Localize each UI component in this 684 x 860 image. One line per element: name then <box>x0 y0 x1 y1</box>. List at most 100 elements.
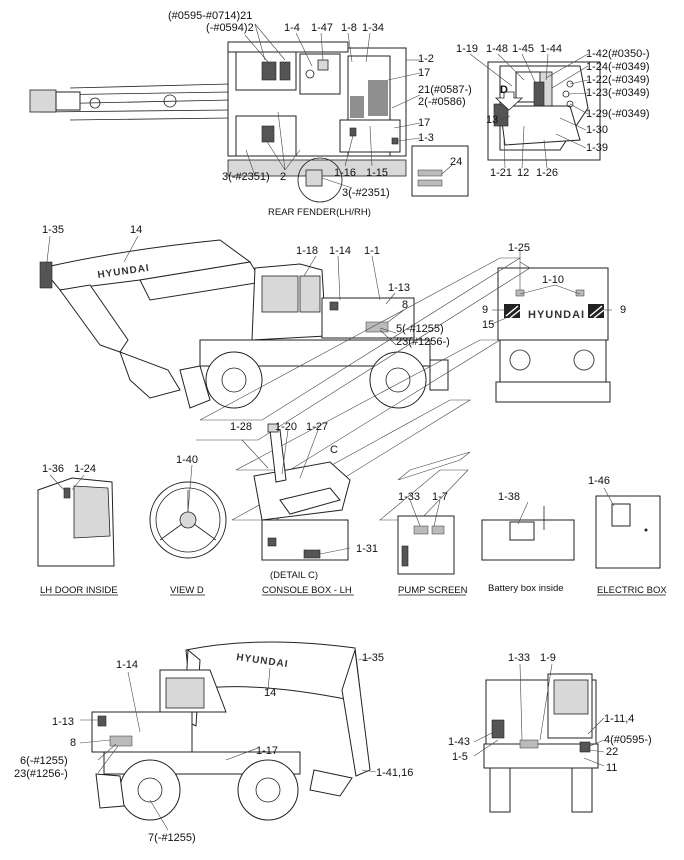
electric-box-drawing <box>595 487 661 569</box>
view-d-marker: D <box>500 84 508 96</box>
callout: 1-18 <box>296 245 318 257</box>
callout: 1-34 <box>362 22 384 34</box>
callout: 1-13 <box>52 716 74 728</box>
callout: 1-22(-#0349) <box>586 74 650 86</box>
lh-door-drawing <box>37 474 115 567</box>
callout: 1-48 <box>486 43 508 55</box>
callout: 1-33 <box>508 652 530 664</box>
rear-fender-detail <box>297 145 469 203</box>
callout: 2(-#0586) <box>418 96 466 108</box>
callout: 1-26 <box>536 167 558 179</box>
view-d-caption: VIEW D <box>170 585 204 596</box>
top-view-drawing <box>29 41 407 177</box>
console-caption: CONSOLE BOX - LH <box>262 585 352 596</box>
callout: 1-47 <box>311 22 333 34</box>
callout: 1-41,16 <box>376 767 413 779</box>
callout: 1-46 <box>588 475 610 487</box>
callout: 8 <box>402 299 408 311</box>
cab-interior-drawing <box>487 61 601 161</box>
electric-caption: ELECTRIC BOX <box>597 585 667 596</box>
rear-brand-text: HYUNDAI <box>528 309 585 321</box>
callout: 23(#1256-) <box>14 768 68 780</box>
callout: 13 <box>486 114 498 126</box>
callout: 1-11,4 <box>604 713 634 725</box>
callout: 7(-#1255) <box>148 832 196 844</box>
callout: 14 <box>130 224 142 236</box>
callout: 1-30 <box>586 124 608 136</box>
callout: 1-44 <box>540 43 562 55</box>
callout: 1-19 <box>456 43 478 55</box>
callout: 1-9 <box>540 652 556 664</box>
cab-interior-leaders <box>469 53 589 169</box>
callout: 5(-#1255) <box>396 323 444 335</box>
callout: 1-39 <box>586 142 608 154</box>
callout: 1-38 <box>498 491 520 503</box>
callout: 1-4 <box>284 22 300 34</box>
bottom-side-leaders <box>79 657 377 831</box>
callout: 1-1 <box>364 245 380 257</box>
battery-caption: Battery box inside <box>488 583 564 594</box>
callout: 1-5 <box>452 751 468 763</box>
callout: 9 <box>620 304 626 316</box>
callout: 1-20 <box>275 421 297 433</box>
side-view-excavator: HYUNDAI <box>39 239 449 409</box>
console-box-drawing <box>241 423 351 561</box>
callout: 4(#0595-) <box>604 734 652 746</box>
callout: 1-17 <box>256 745 278 757</box>
callout: 3(-#2351) <box>222 171 270 183</box>
callout: (-#0594)2 <box>206 22 254 34</box>
callout: 22 <box>606 746 618 758</box>
callout: 1-33 <box>398 491 420 503</box>
rear-fender-caption: REAR FENDER(LH/RH) <box>268 207 371 218</box>
callout: 11 <box>606 762 617 774</box>
callout: 1-3 <box>418 132 434 144</box>
callout: 1-14 <box>116 659 138 671</box>
callout-labels: (#0595-#0714)21 (-#0594)2 1-4 1-47 1-8 1… <box>14 10 667 844</box>
callout: (#0595-#0714)21 <box>168 10 252 22</box>
callout: 24 <box>450 156 462 168</box>
view-c-marker: C <box>330 444 338 456</box>
callout: 1-14 <box>329 245 351 257</box>
callout: 1-27 <box>306 421 328 433</box>
callout: 17 <box>418 117 430 129</box>
battery-box-drawing <box>481 501 575 561</box>
pump-caption: PUMP SCREEN <box>398 585 468 596</box>
pump-screen-drawing <box>397 499 455 575</box>
callout: 1-21 <box>490 167 512 179</box>
callout: 1-45 <box>512 43 534 55</box>
callout: 23(#1256-) <box>396 336 450 348</box>
callout: 1-36 <box>42 463 64 475</box>
callout: 8 <box>70 737 76 749</box>
steering-wheel-drawing <box>149 464 227 559</box>
callout: 9 <box>482 304 488 316</box>
callout: 2 <box>280 171 286 183</box>
callout: 17 <box>418 67 430 79</box>
side-view-leaders <box>45 235 405 346</box>
callout: 15 <box>482 319 494 331</box>
callout: 1-25 <box>508 242 530 254</box>
callout: 1-35 <box>362 652 384 664</box>
bottom-rear-view <box>473 663 605 813</box>
rear-view-machine: HYUNDAI <box>491 250 612 403</box>
callout: 1-8 <box>341 22 357 34</box>
top-view-leaders <box>244 23 421 177</box>
callout: 6(-#1255) <box>20 755 68 767</box>
callout: 1-15 <box>366 167 388 179</box>
callout: 1-29(-#0349) <box>586 108 650 120</box>
callout: 12 <box>517 167 529 179</box>
callout: 1-35 <box>42 224 64 236</box>
callout: 3(-#2351) <box>342 187 390 199</box>
callout: 1-31 <box>356 543 378 555</box>
callout: 1-43 <box>448 736 470 748</box>
bottom-side-view: HYUNDAI <box>91 641 371 821</box>
callout: 1-13 <box>388 282 410 294</box>
callout: 1-10 <box>542 274 564 286</box>
callout: 1-42(#0350-) <box>586 48 650 60</box>
callout: 1-24 <box>74 463 96 475</box>
callout: 14 <box>264 687 276 699</box>
callout: 1-40 <box>176 454 198 466</box>
callout: 1-28 <box>230 421 252 433</box>
detail-c-caption: (DETAIL C) <box>270 570 318 581</box>
projection-bands <box>196 257 531 521</box>
